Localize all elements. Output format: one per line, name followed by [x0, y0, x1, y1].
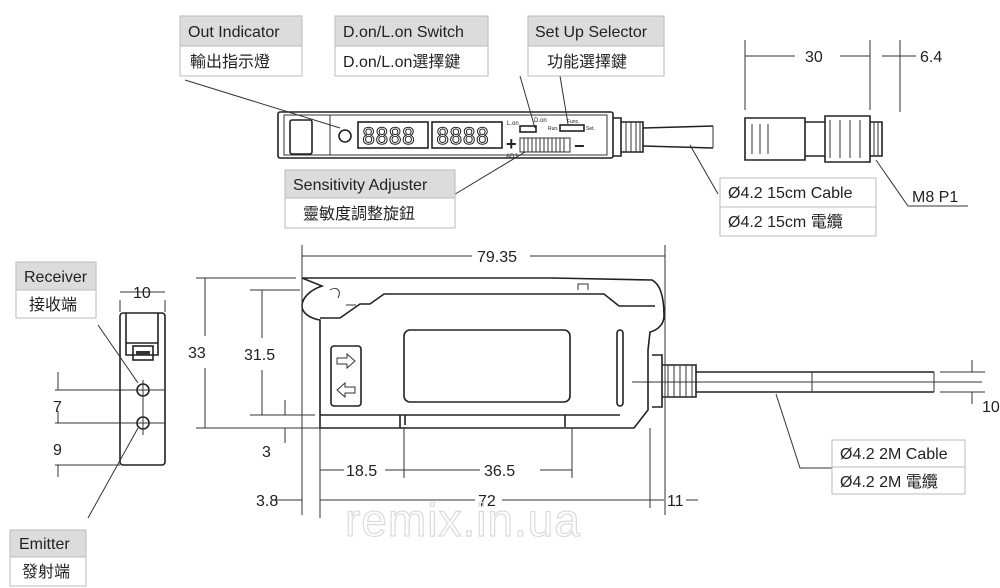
- top-view-device: 8888 8888 L.on D.on Run. Func. Set. + AD…: [277, 40, 942, 163]
- label-en: Ø4.2 15cm Cable: [728, 185, 853, 202]
- display-left: 8888: [362, 125, 415, 150]
- dim-connector-length: 30: [805, 49, 823, 66]
- label-en: Out Indicator: [188, 24, 280, 41]
- plus-mark: +: [506, 134, 517, 154]
- don-lon-switch[interactable]: [519, 125, 537, 133]
- label-cable-2m: Ø4.2 2M Cable Ø4.2 2M 電纜: [831, 439, 966, 495]
- don-mark: D.on: [534, 118, 547, 124]
- label-zh: 發射端: [22, 563, 70, 581]
- label-zh: 功能選擇鍵: [547, 53, 627, 71]
- label-setup-selector: Set Up Selector 功能選擇鍵: [527, 15, 665, 77]
- label-out-indicator: Out Indicator 輸出指示燈: [179, 15, 303, 77]
- out-indicator-led: [338, 129, 352, 143]
- label-zh: Ø4.2 15cm 電纜: [728, 212, 843, 231]
- label-sensitivity-adjuster: Sensitivity Adjuster 靈敏度調整旋鈕: [284, 169, 456, 229]
- dim-emitter-offset: 9: [53, 442, 62, 459]
- run-mark: Run.: [548, 126, 559, 132]
- watermark: remix.in.ua: [345, 494, 581, 546]
- label-cable-15cm: Ø4.2 15cm Cable Ø4.2 15cm 電纜: [719, 177, 877, 237]
- dim-rear-offset: 11: [667, 493, 684, 510]
- front-view-device: [301, 277, 982, 429]
- label-en: Set Up Selector: [535, 24, 648, 41]
- label-emitter: Emitter 發射端: [9, 529, 87, 587]
- front-dimensions: 79.35 33 31.5 3 18.5 36.5 72 3.8 11 10: [188, 245, 1000, 518]
- label-zh: D.on/L.on選擇鍵: [343, 53, 460, 71]
- dim-connector-tip: 6.4: [920, 49, 942, 66]
- sensitivity-dial[interactable]: [519, 137, 571, 153]
- setup-selector-switch[interactable]: [559, 124, 585, 132]
- label-en: D.on/L.on Switch: [343, 24, 464, 41]
- label-zh: Ø4.2 2M 電纜: [840, 472, 938, 491]
- label-zh: 輸出指示燈: [190, 53, 270, 71]
- label-en: Ø4.2 2M Cable: [840, 446, 948, 463]
- func-mark: Func.: [567, 119, 580, 125]
- label-m8-connector: M8 P1: [912, 189, 958, 206]
- label-receiver: Receiver 接收端: [15, 261, 97, 319]
- dim-rail-offset: 3: [262, 444, 271, 461]
- dim-side-width: 10: [133, 285, 151, 302]
- dim-cable-dia: 10: [982, 399, 1000, 416]
- dim-body-length: 72: [478, 493, 496, 510]
- label-en: Emitter: [19, 536, 70, 553]
- label-en: Sensitivity Adjuster: [293, 177, 428, 194]
- side-view-device: 10 7 9: [53, 285, 166, 477]
- dim-mount-left: 18.5: [346, 463, 377, 480]
- dim-overall-length: 79.35: [477, 249, 517, 266]
- minus-mark: −: [574, 136, 585, 156]
- dim-receiver-spacing: 7: [53, 399, 62, 416]
- dim-front-offset: 3.8: [256, 493, 278, 510]
- label-en: Receiver: [24, 269, 88, 286]
- lon-mark: L.on: [507, 121, 519, 127]
- dim-overall-height: 33: [188, 345, 206, 362]
- adj-mark: ADJ: [506, 154, 517, 160]
- dim-body-height: 31.5: [244, 347, 275, 364]
- label-zh: 接收端: [29, 296, 77, 314]
- set-mark: Set.: [586, 126, 595, 132]
- dim-mount-span: 36.5: [484, 463, 515, 480]
- label-zh: 靈敏度調整旋鈕: [303, 205, 415, 223]
- display-right: 8888: [436, 125, 489, 150]
- label-don-lon-switch: D.on/L.on Switch D.on/L.on選擇鍵: [334, 15, 489, 77]
